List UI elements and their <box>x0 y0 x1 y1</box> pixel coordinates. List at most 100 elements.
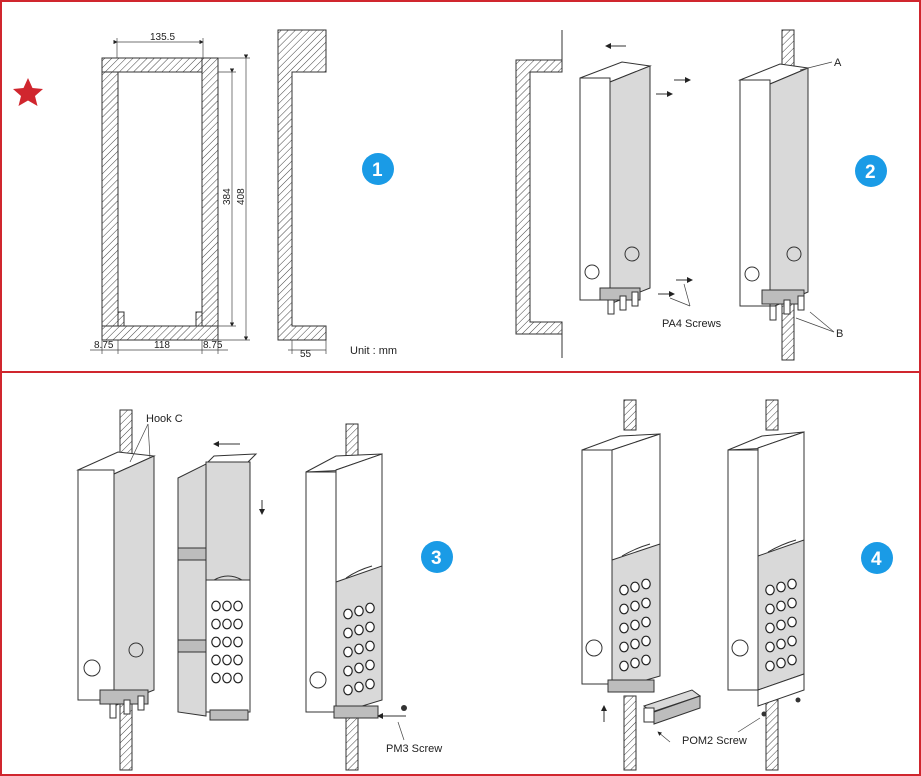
keypad-button <box>776 638 786 650</box>
step3-label-hook: Hook C <box>146 413 183 425</box>
keypad-button <box>354 681 364 693</box>
step2-label-screws: PA4 Screws <box>662 318 722 330</box>
svg-text:1: 1 <box>372 160 383 181</box>
step3-wall-right <box>345 423 359 771</box>
keypad-button <box>343 665 353 677</box>
step1-dim-right: 8.75 <box>203 340 223 351</box>
keypad-button <box>365 659 375 671</box>
keypad-button <box>211 600 221 612</box>
step3-unit-side <box>177 463 207 717</box>
keypad-button <box>233 618 243 630</box>
keypad-button <box>222 618 232 630</box>
keypad-button <box>365 678 375 690</box>
keypad-button <box>619 584 629 596</box>
keypad-button <box>765 622 775 634</box>
keypad-button <box>354 662 364 674</box>
keypad-button <box>776 581 786 593</box>
keypad-button <box>787 578 797 590</box>
step3-badge: 3 <box>421 541 453 573</box>
step2-wall-profile <box>515 30 563 358</box>
keypad-button <box>641 635 651 647</box>
step3-backbox <box>76 451 156 719</box>
step1-side-profile <box>277 29 327 354</box>
keypad-button <box>222 672 232 684</box>
step4-cover-strip <box>642 689 702 725</box>
step1-wall-cutout <box>90 38 250 354</box>
step4-keypad-left <box>619 578 651 672</box>
keypad-button <box>641 578 651 590</box>
step1-dim-left: 8.75 <box>94 340 114 351</box>
keypad-button <box>630 638 640 650</box>
keypad-button <box>776 657 786 669</box>
step2-label-a: A <box>834 57 842 69</box>
step3-label-screw: PM3 Screw <box>386 743 442 755</box>
svg-text:3: 3 <box>431 548 442 569</box>
svg-text:2: 2 <box>865 162 876 183</box>
keypad-button <box>233 654 243 666</box>
keypad-button <box>343 608 353 620</box>
step4-keypad-right <box>765 578 797 672</box>
step2-backbox-right <box>738 63 810 321</box>
keypad-button <box>233 600 243 612</box>
keypad-button <box>365 640 375 652</box>
keypad-button <box>765 584 775 596</box>
keypad-button <box>211 618 221 630</box>
step4-arrow-strip <box>657 731 671 743</box>
step1-dim-bottom: 118 <box>154 340 170 351</box>
step4-label-screw: POM2 Screw <box>682 735 747 747</box>
keypad-button <box>787 616 797 628</box>
keypad-button <box>343 627 353 639</box>
keypad-button <box>619 641 629 653</box>
keypad-button <box>641 597 651 609</box>
keypad-button <box>641 616 651 628</box>
keypad-button <box>630 600 640 612</box>
keypad-button <box>787 654 797 666</box>
keypad-button <box>343 684 353 696</box>
keypad-button <box>211 636 221 648</box>
keypad-button <box>641 654 651 666</box>
step3-assembled-unit <box>305 453 383 719</box>
step3-unit-front <box>204 453 258 721</box>
keypad-button <box>630 619 640 631</box>
keypad-button <box>233 672 243 684</box>
svg-text:4: 4 <box>871 549 882 570</box>
step1-dim-top: 135.5 <box>150 32 175 43</box>
step1-badge: 1 <box>362 153 394 185</box>
keypad-button <box>630 581 640 593</box>
step4-badge: 4 <box>861 542 893 574</box>
keypad-button <box>365 621 375 633</box>
step1-dim-outer: 408 <box>236 188 247 205</box>
keypad-button <box>365 602 375 614</box>
step1-dim-depth: 55 <box>300 349 312 360</box>
keypad-button <box>233 636 243 648</box>
keypad-button <box>354 643 364 655</box>
step2-badge: 2 <box>855 155 887 187</box>
step4-wall-left <box>623 399 637 771</box>
keypad-button <box>765 660 775 672</box>
keypad-button <box>776 600 786 612</box>
keypad-button <box>619 603 629 615</box>
keypad-button <box>211 672 221 684</box>
keypad-button <box>630 657 640 669</box>
keypad-button <box>765 603 775 615</box>
keypad-button <box>619 622 629 634</box>
keypad-button <box>354 624 364 636</box>
star-icon <box>13 78 43 106</box>
keypad-button <box>354 605 364 617</box>
step4-unit-left <box>581 433 661 693</box>
keypad-button <box>787 635 797 647</box>
step1-dim-inner: 384 <box>222 188 233 205</box>
keypad-button <box>211 654 221 666</box>
step2-backbox-left <box>579 61 652 315</box>
step4-wall-right <box>765 399 779 771</box>
keypad-button <box>222 636 232 648</box>
keypad-button <box>222 654 232 666</box>
step4-screw-left <box>761 711 767 717</box>
keypad-button <box>222 600 232 612</box>
keypad-button <box>765 641 775 653</box>
keypad-button <box>343 646 353 658</box>
step3-keypad-unit <box>211 600 243 684</box>
step1-unit: Unit : mm <box>350 345 397 357</box>
